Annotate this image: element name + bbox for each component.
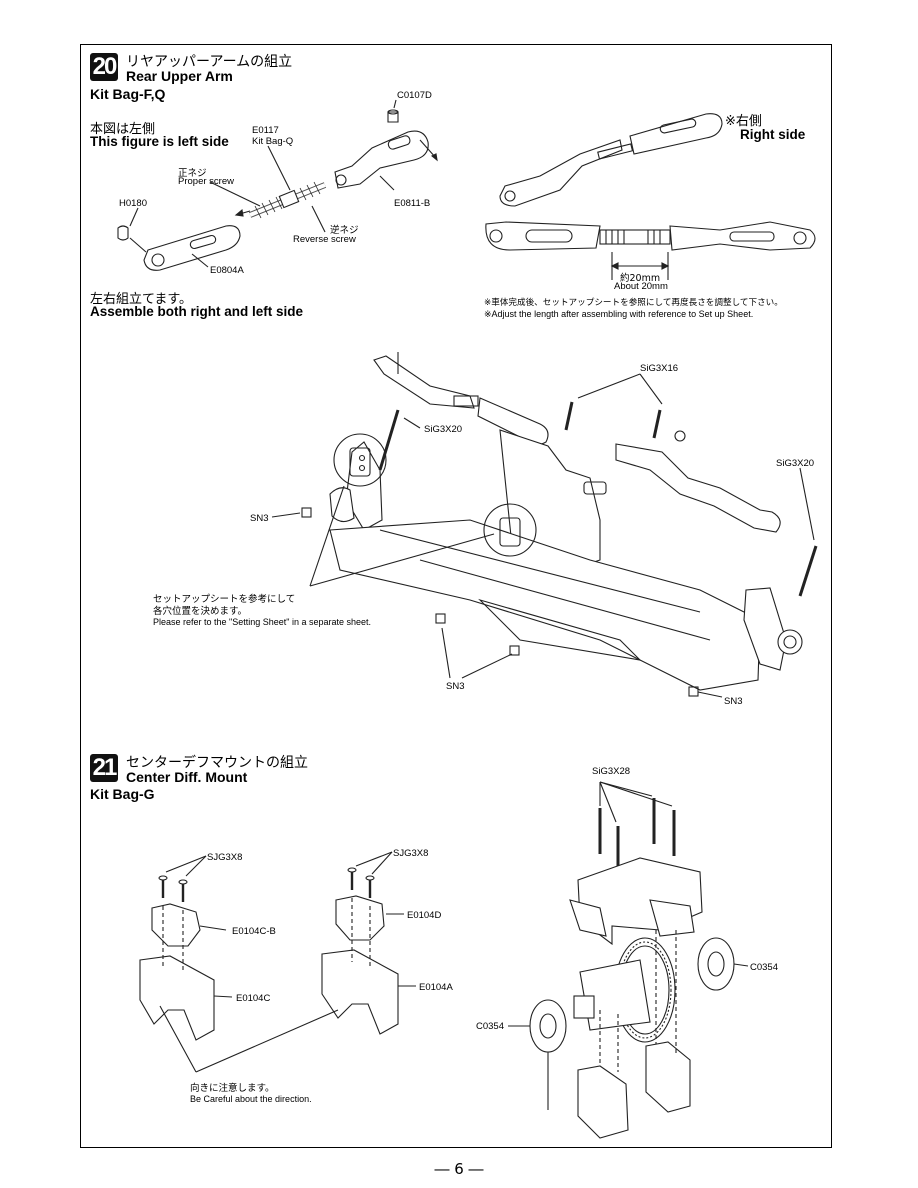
- label-e0811b: E0811-B: [394, 198, 431, 209]
- adjust-note-jp: ※車体完成後、セットアップシートを参照にして再度長さを調整して下さい。: [484, 298, 783, 308]
- right-side-note-jp: ※右側: [725, 114, 762, 129]
- label-h0180: H0180: [119, 198, 147, 209]
- label-e0104d: E0104D: [407, 910, 442, 921]
- label-sig3x16: SiG3X16: [640, 363, 679, 374]
- right-side-arm-views: [485, 113, 816, 280]
- step20-title-jp: リヤアッパーアームの組立: [126, 54, 293, 70]
- rear-chassis-assembly: [271, 352, 818, 698]
- diff-mount-middle: [321, 851, 416, 1035]
- label-sn3-left: SN3: [250, 513, 269, 524]
- label-e0104c: E0104C: [236, 993, 271, 1004]
- setting-note-en: Please refer to the "Setting Sheet" in a…: [153, 617, 372, 627]
- setting-note-jp-1: セットアップシートを参考にして: [153, 594, 296, 605]
- left-side-note-en: This figure is left side: [90, 134, 229, 149]
- adjust-note-en: ※Adjust the length after assembling with…: [484, 309, 754, 319]
- label-reverse-screw-en: Reverse screw: [293, 234, 356, 245]
- length-label-en: About 20mm: [614, 281, 668, 292]
- label-sn3-right: SN3: [724, 696, 743, 707]
- label-sn3-bottom: SN3: [446, 681, 465, 692]
- label-proper-screw-en: Proper screw: [178, 176, 234, 187]
- page-number: ― 6 ―: [434, 1160, 484, 1178]
- assemble-note-jp: 左右組立てます。: [90, 292, 193, 307]
- step20-title-en: Rear Upper Arm: [126, 68, 233, 84]
- right-side-note-en: Right side: [740, 127, 806, 142]
- label-e0117-bag: Kit Bag-Q: [252, 136, 294, 147]
- diff-mount-left: [139, 855, 233, 1041]
- label-e0104a: E0104A: [419, 982, 453, 993]
- direction-note-en: Be Careful about the direction.: [190, 1094, 312, 1104]
- label-e0117: E0117: [252, 125, 279, 136]
- length-label-jp: 約20mm: [620, 273, 661, 284]
- step21-kit-bag: Kit Bag-G: [90, 786, 155, 802]
- label-sjg3x8-a: SJG3X8: [207, 852, 243, 863]
- label-sjg3x8-b: SJG3X8: [393, 848, 429, 859]
- step-number-20: 20: [90, 53, 118, 81]
- exploded-arm-diagram: [117, 99, 438, 271]
- label-c0107d: C0107D: [397, 90, 432, 101]
- left-side-note-jp: 本図は左側: [90, 122, 156, 137]
- assemble-note-en: Assemble both right and left side: [90, 304, 304, 319]
- step-number-21: 21: [90, 754, 118, 782]
- step20-kit-bag: Kit Bag-F,Q: [90, 86, 166, 102]
- step21-title-jp: センターデフマウントの組立: [126, 755, 308, 771]
- setting-note-jp-2: 各穴位置を決めます。: [153, 606, 248, 617]
- label-sig3x20-left: SiG3X20: [424, 424, 463, 435]
- label-c0354-left: C0354: [476, 1021, 504, 1032]
- label-c0354-right: C0354: [750, 962, 778, 973]
- direction-note-jp: 向きに注意します。: [190, 1083, 275, 1094]
- label-sig3x28: SiG3X28: [592, 766, 631, 777]
- step21-title-en: Center Diff. Mount: [126, 769, 248, 785]
- label-e0104cb: E0104C-B: [232, 926, 276, 937]
- label-proper-screw-jp: 正ネジ: [178, 168, 207, 179]
- label-sig3x20-right: SiG3X20: [776, 458, 815, 469]
- center-diff-exploded: [508, 781, 749, 1139]
- page-frame: [80, 44, 832, 1148]
- label-e0804a: E0804A: [210, 265, 244, 276]
- label-reverse-screw-jp: 逆ネジ: [330, 225, 359, 236]
